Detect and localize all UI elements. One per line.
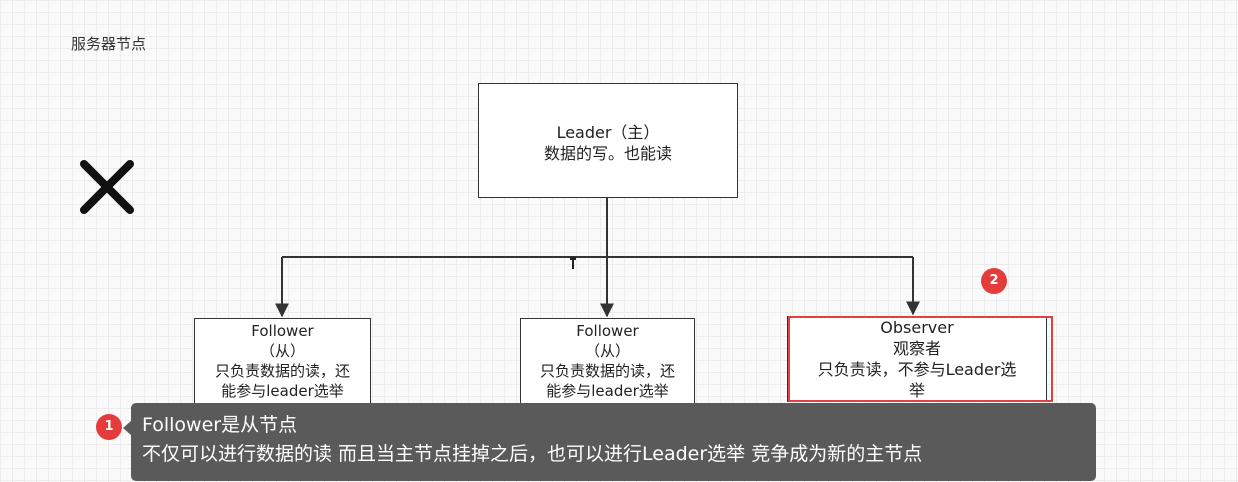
follower-description-cont: 能参与leader选举 bbox=[546, 382, 669, 400]
observer-title: Observer bbox=[880, 318, 954, 337]
leader-node[interactable]: Leader（主） 数据的写。也能读 bbox=[478, 83, 738, 198]
follower-node-1[interactable]: Follower （从） 只负责数据的读，还 能参与leader选举 bbox=[194, 318, 371, 404]
tooltip-body: 不仅可以进行数据的读 而且当主节点挂掉之后，也可以进行Leader选举 竞争成为… bbox=[142, 443, 923, 465]
annotation-badge-1[interactable]: 1 bbox=[96, 414, 122, 440]
annotation-tooltip: Follower是从节点 不仅可以进行数据的读 而且当主节点挂掉之后，也可以进行… bbox=[131, 403, 1096, 481]
follower-description: 只负责数据的读，还 bbox=[539, 362, 675, 380]
observer-highlight-frame bbox=[788, 316, 1053, 402]
follower-title: Follower bbox=[576, 322, 639, 340]
follower-description-cont: 能参与leader选举 bbox=[221, 382, 344, 400]
observer-description-cont: 举 bbox=[908, 381, 925, 400]
annotation-badge-2[interactable]: 2 bbox=[981, 268, 1007, 294]
tooltip-title: Follower是从节点 bbox=[142, 414, 298, 436]
canvas-title: 服务器节点 bbox=[71, 35, 147, 53]
follower-node-2[interactable]: Follower （从） 只负责数据的读，还 能参与leader选举 bbox=[520, 318, 695, 404]
leader-title: Leader（主） bbox=[556, 123, 660, 142]
follower-title: Follower bbox=[251, 322, 314, 340]
follower-subtitle: （从） bbox=[584, 342, 630, 360]
text-cursor-icon bbox=[569, 256, 577, 269]
observer-subtitle: 观察者 bbox=[892, 339, 941, 358]
follower-subtitle: （从） bbox=[259, 342, 305, 360]
observer-description: 只负责读，不参与Leader选 bbox=[817, 360, 1017, 379]
close-icon[interactable] bbox=[76, 157, 138, 217]
tooltip-pointer bbox=[123, 421, 131, 435]
leader-description: 数据的写。也能读 bbox=[543, 144, 672, 163]
follower-description: 只负责数据的读，还 bbox=[214, 362, 350, 380]
